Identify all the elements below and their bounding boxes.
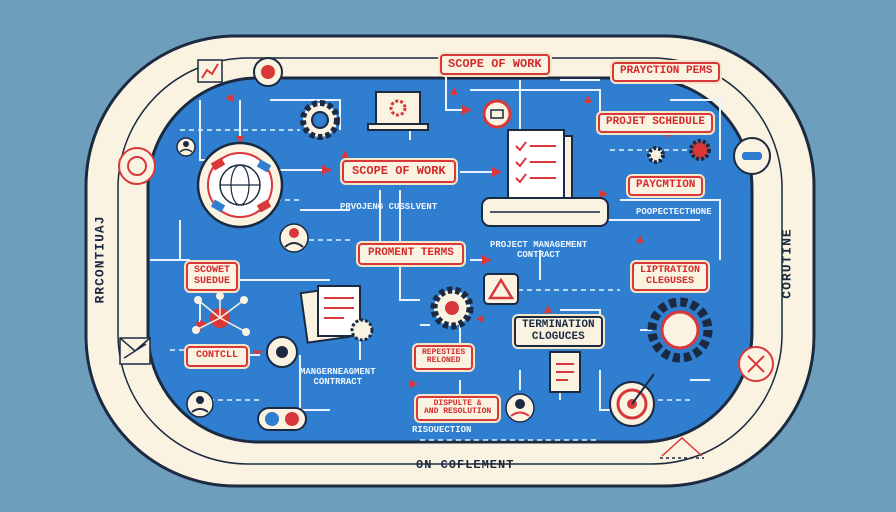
toggle-icon xyxy=(257,407,307,431)
dispute-resolution-label: DISPULTE & AND RESOLUTION xyxy=(416,396,500,421)
involvement-text: PRVOJENG CUSSLVENT xyxy=(340,202,438,212)
resolution-text: RISOUECTION xyxy=(412,425,472,435)
side-badge-icon-2 xyxy=(738,346,774,382)
right-gear-icon xyxy=(647,297,713,363)
bullseye-icon xyxy=(253,57,283,87)
pm-contract-line1: PROJECT MANAGEMENT xyxy=(490,240,588,250)
warning-icon xyxy=(483,273,519,305)
sow-schedule-label: SCOWET SUEDUE xyxy=(186,262,239,291)
scale-icon xyxy=(118,147,156,185)
pm-contract-line2: CONTRACT xyxy=(517,249,561,260)
sow-schedule-line1: SCOWET xyxy=(194,265,231,276)
control-label: CONTCLL xyxy=(186,346,249,367)
right-side-text: CORUTINE xyxy=(779,228,795,299)
small-gear-icon xyxy=(647,139,711,164)
person-icon xyxy=(176,137,196,157)
person-icon-4 xyxy=(505,393,535,423)
envelope-icon xyxy=(119,337,151,365)
printer-icon xyxy=(481,197,609,227)
payment-label: PAYCMTION xyxy=(628,176,704,196)
liability-line1: LIPTRATION xyxy=(640,265,701,276)
scope-of-work-label: SCOPE OF WORK xyxy=(342,160,456,183)
red-circle-icon xyxy=(482,99,512,129)
project-schedule-label: PROJET SCHEDULE xyxy=(598,113,714,133)
person-icon-2 xyxy=(279,223,309,253)
globe-icon xyxy=(196,141,284,229)
pm-contract-text: PROJECT MANAGEMENT CONTRACT xyxy=(490,240,588,261)
scope-of-work-top-label: SCOPE OF WORK xyxy=(440,54,550,75)
network-node-icon xyxy=(192,292,250,336)
laptop-gear-icon xyxy=(367,91,429,131)
clipboard-icon xyxy=(549,351,581,393)
payment-terms-top-label: PRAYCTION PEMS xyxy=(612,62,721,82)
sow-schedule-line2: SUEDUE xyxy=(194,275,231,287)
termination-clauses-label: TERMINATION CLOGUCES xyxy=(514,316,603,348)
bottom-text: ON COFLEMENT xyxy=(416,458,515,472)
mgmt-contract-line1: MANGERNEAGMENT xyxy=(300,367,376,377)
liability-line2: CLEGUSES xyxy=(646,275,695,287)
document-stack-icon xyxy=(507,129,573,205)
termination-line2: CLOGUCES xyxy=(531,330,585,343)
dispute-line1: DISPULTE & xyxy=(433,399,482,408)
payment-sub-text: POOPECTECTHONE xyxy=(636,207,712,217)
mgmt-contract-text: MANGERNEAGMENT CONTRRACT xyxy=(300,367,376,388)
payment-terms-label: PROMENT TERMS xyxy=(358,243,464,265)
scale-badge-icon xyxy=(660,436,704,459)
reports-line1: REPESTIES xyxy=(422,348,466,357)
left-side-text: RRCONTIUAJ xyxy=(92,215,108,304)
mgmt-contract-line2: CONTRRACT xyxy=(313,376,363,387)
person-icon-3 xyxy=(186,390,214,418)
reports-line2: RELONED xyxy=(426,356,461,366)
chart-icon xyxy=(197,59,223,83)
reports-label: REPESTIES RELONED xyxy=(414,345,474,370)
liability-clauses-label: LIPTRATION CLEGUSES xyxy=(632,262,709,291)
dispute-line2: AND RESOLUTION xyxy=(424,407,492,417)
control-dial-icon xyxy=(254,336,298,368)
gear-cluster-icon xyxy=(430,286,474,330)
termination-line1: TERMINATION xyxy=(522,319,595,331)
cards-icon xyxy=(299,285,374,344)
side-badge-icon xyxy=(733,137,771,175)
gear-icon xyxy=(300,100,340,140)
target-icon xyxy=(609,373,655,427)
